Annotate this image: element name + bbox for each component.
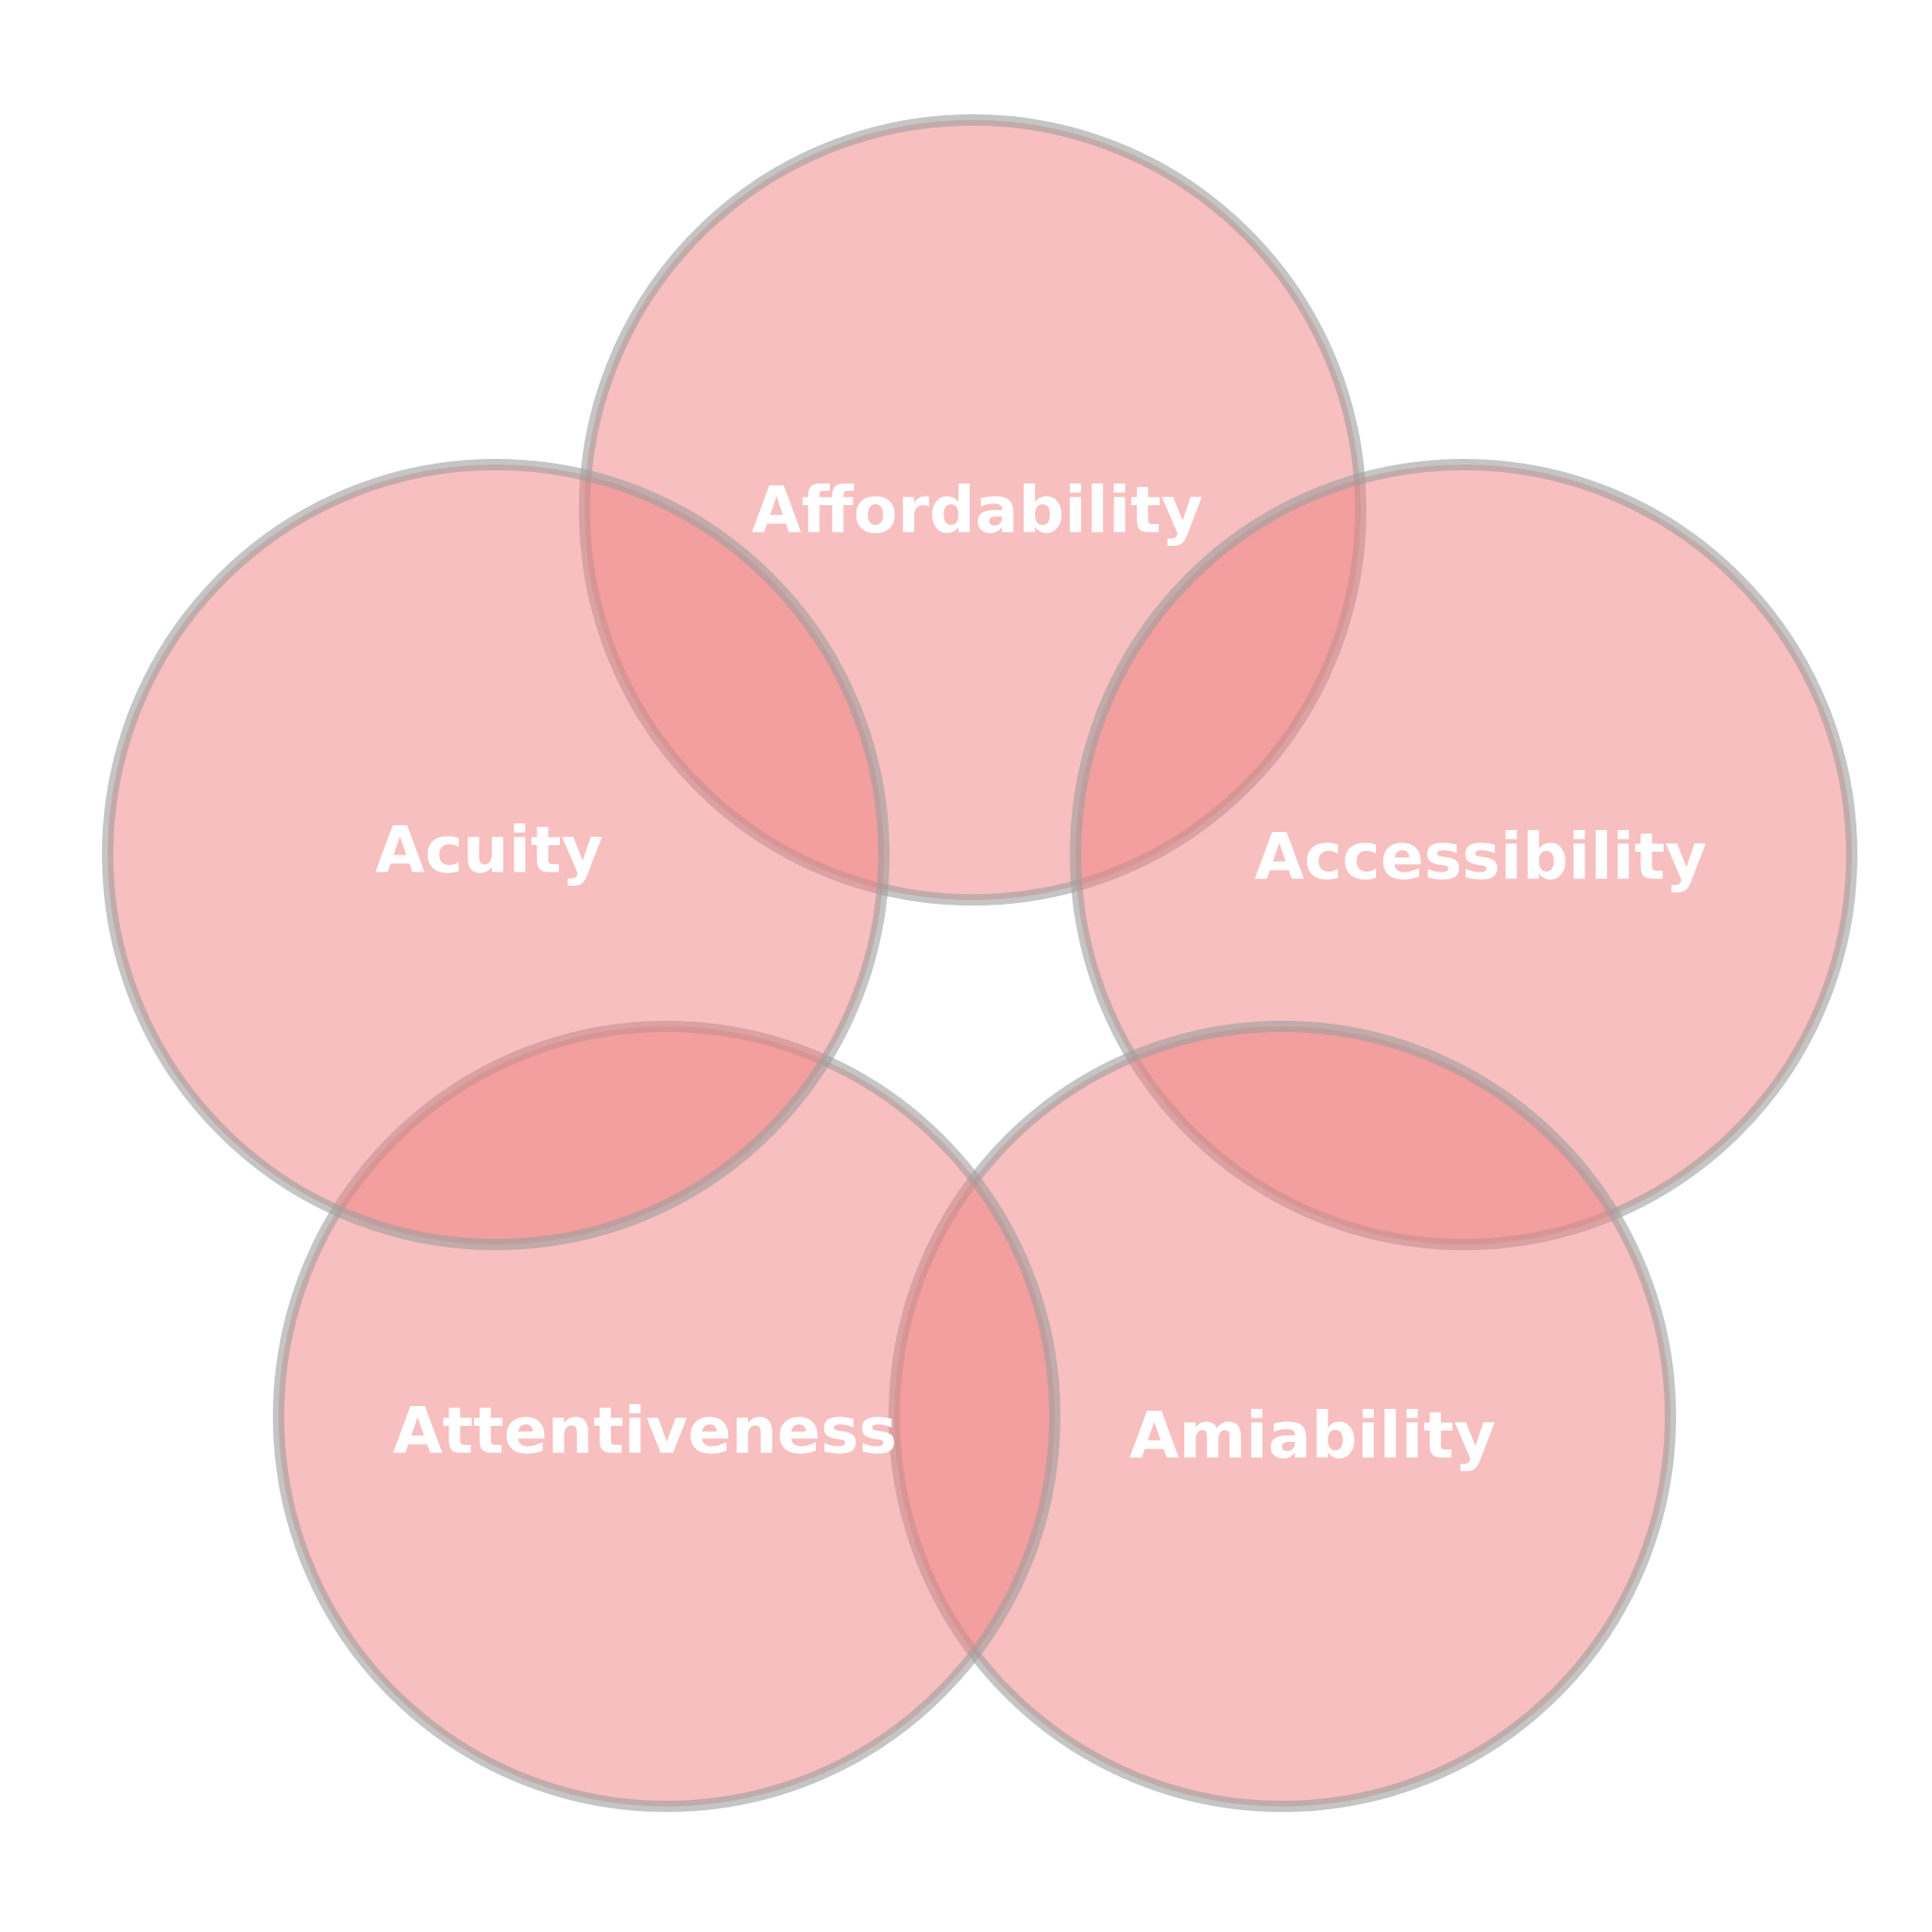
circle-acuity-shape: [102, 459, 890, 1250]
circle-amiability-label: Amiability: [1129, 1399, 1496, 1474]
circle-acuity: Acuity: [102, 459, 890, 1250]
circle-acuity-label: Acuity: [375, 814, 603, 889]
circle-affordability-label: Affordability: [752, 474, 1203, 549]
circle-accessibility-label: Accessibility: [1254, 821, 1706, 895]
circle-attentiveness-label: Attentiveness: [393, 1395, 897, 1469]
